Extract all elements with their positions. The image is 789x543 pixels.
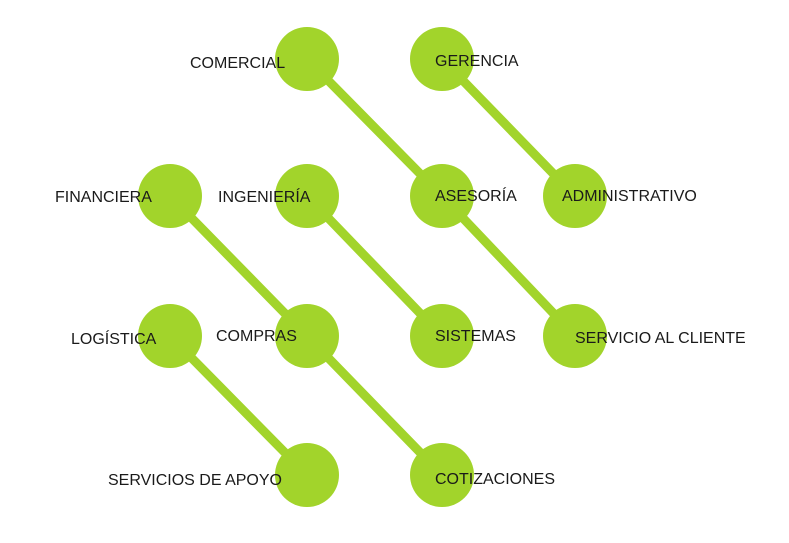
connector-asesoria-to-servicio-al-cliente [437, 191, 580, 341]
node-label-comercial: COMERCIAL [190, 55, 285, 72]
connector-logistica-to-servicios-de-apoyo [165, 331, 312, 480]
nodes [138, 27, 607, 507]
node-circle-financiera [138, 164, 202, 228]
node-circle-servicio-al-cliente [543, 304, 607, 368]
node-circle-logistica [138, 304, 202, 368]
node-label-compras: COMPRAS [216, 328, 297, 345]
connector-financiera-to-compras [165, 191, 312, 341]
node-circle-asesoria [410, 164, 474, 228]
node-circle-administrativo [543, 164, 607, 228]
node-circle-ingenieria [275, 164, 339, 228]
connector-ingenieria-to-sistemas [302, 191, 447, 341]
node-circle-cotizaciones [410, 443, 474, 507]
labels: COMERCIAL GERENCIA FINANCIERA INGENIERÍA ASE… [55, 53, 746, 489]
connector-comercial-to-asesoria [302, 54, 447, 201]
node-label-logistica: LOGÍSTICA [71, 329, 157, 348]
node-label-cotizaciones: COTIZACIONES [435, 471, 555, 488]
connector-compras-to-cotizaciones [302, 331, 447, 480]
node-label-ingenieria: INGENIERÍA [218, 187, 311, 206]
node-circle-gerencia [410, 27, 474, 91]
node-circle-servicios-de-apoyo [275, 443, 339, 507]
node-label-administrativo: ADMINISTRATIVO [562, 188, 697, 205]
node-label-financiera: FINANCIERA [55, 189, 152, 206]
node-label-asesoria: ASESORÍA [435, 186, 517, 205]
node-circle-sistemas [410, 304, 474, 368]
node-circle-compras [275, 304, 339, 368]
node-label-gerencia: GERENCIA [435, 53, 519, 70]
node-circle-comercial [275, 27, 339, 91]
node-label-servicios-de-apoyo: SERVICIOS DE APOYO [108, 472, 282, 489]
node-label-servicio-al-cliente: SERVICIO AL CLIENTE [575, 330, 746, 347]
node-label-sistemas: SISTEMAS [435, 328, 516, 345]
